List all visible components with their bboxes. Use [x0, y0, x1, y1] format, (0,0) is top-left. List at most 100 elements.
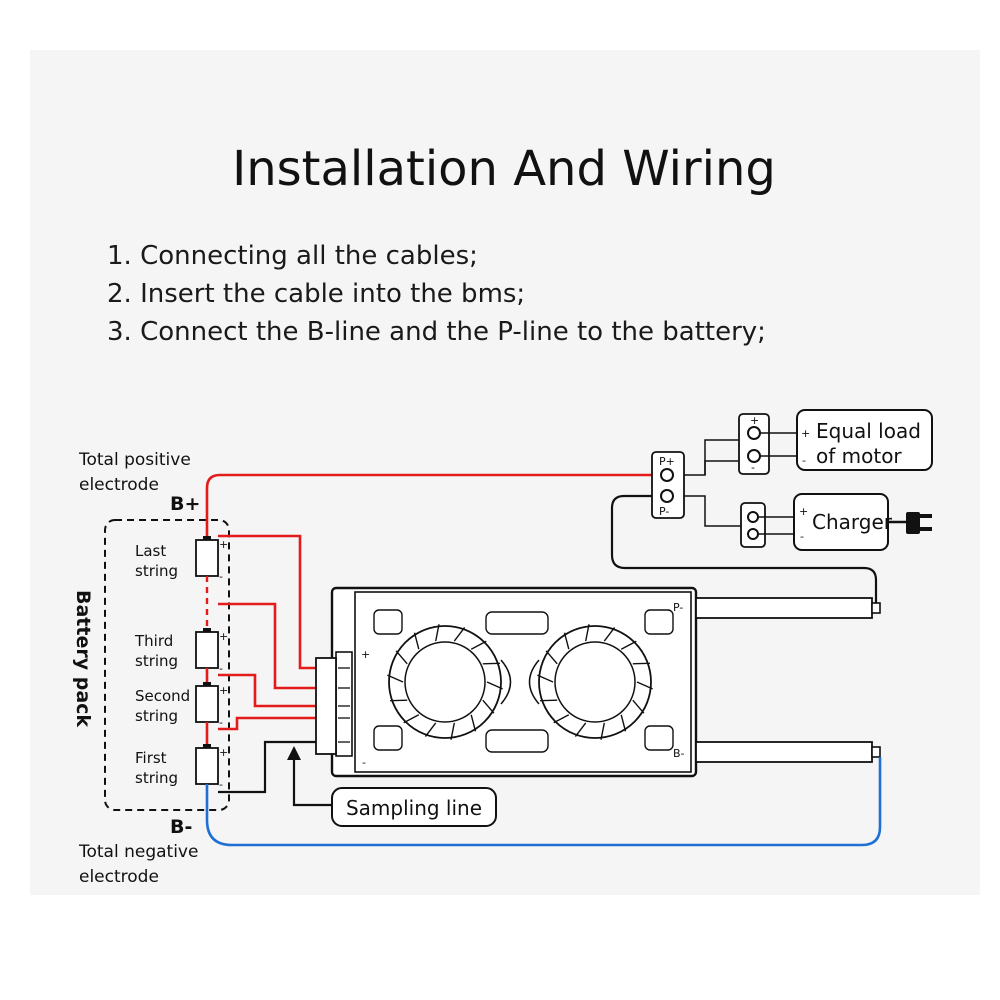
step-3: 3. Connect the B-line and the P-line to … — [107, 317, 766, 347]
heatsink-fin — [482, 699, 495, 714]
heatsink-teeth — [387, 624, 653, 740]
heatsink-fin — [574, 722, 587, 738]
svg-text:-: - — [219, 570, 223, 583]
heatsink-fin — [482, 662, 500, 665]
step-1: 1. Connecting all the cables; — [107, 241, 478, 271]
p-terminal-block: P+ P- — [651, 451, 685, 519]
b-minus-label: B- — [170, 816, 192, 838]
heatsink-fin — [620, 640, 637, 650]
load-terminal-block: + - — [738, 413, 770, 475]
bms-p-cable — [695, 597, 881, 619]
sampling-line-box — [331, 787, 497, 827]
cell-second: + - — [195, 682, 228, 729]
battery-pack-box — [104, 519, 230, 811]
cell-first: + - — [195, 744, 228, 791]
last-string-label-2: string — [135, 562, 178, 580]
heatsink-fin — [632, 662, 650, 665]
last-string-label: Last — [135, 542, 166, 560]
heatsink-fin — [620, 714, 627, 732]
heatsink-fin — [540, 699, 558, 702]
heatsink-fin — [450, 722, 455, 740]
balance-wire-3 — [218, 602, 325, 690]
plug-icon — [888, 512, 932, 534]
sampling-arrow-head — [287, 746, 301, 760]
svg-text:+: + — [219, 630, 228, 643]
balance-wire-1 — [218, 716, 325, 731]
svg-text:+: + — [801, 427, 810, 440]
charger-terminal-block — [740, 502, 766, 548]
heatsink-fin — [600, 722, 605, 740]
sampling-wire-negative — [218, 740, 325, 794]
p-minus-label: P- — [659, 505, 669, 518]
sampling-arrow-line — [292, 748, 332, 807]
heatsink-fin — [537, 674, 554, 683]
first-string-label-2: string — [135, 769, 178, 787]
total-positive-label-2: electrode — [79, 475, 159, 495]
svg-text:-: - — [362, 756, 366, 769]
heatsink-fin — [636, 681, 653, 690]
battery-pack-label: Battery pack — [72, 590, 94, 727]
b-plus-label: B+ — [170, 493, 200, 515]
p-plus-label: P+ — [659, 455, 675, 468]
heatsink-fin — [387, 674, 404, 683]
second-string-label-2: string — [135, 707, 178, 725]
heatsink-fin — [470, 714, 477, 732]
heatsink-fin — [453, 626, 466, 642]
svg-text:-: - — [219, 662, 223, 675]
heatsink-fin — [413, 632, 420, 650]
heatsink-fin — [585, 624, 590, 642]
svg-text:-: - — [219, 716, 223, 729]
svg-text:-: - — [800, 530, 804, 543]
charger-box: + - Charger — [793, 493, 893, 551]
bms-board: + - P- B- — [315, 586, 698, 778]
balance-wire-2 — [218, 673, 325, 708]
heatsink-fin — [390, 699, 408, 702]
bms-b-cable — [695, 741, 881, 763]
cell-third: + - — [195, 628, 228, 675]
svg-text:+: + — [219, 746, 228, 759]
p-minus-wire — [610, 494, 878, 603]
svg-text:-: - — [219, 778, 223, 791]
heatsink-fin — [603, 626, 616, 642]
bms-p-minus-label: P- — [673, 601, 683, 614]
heatsink-fin — [395, 650, 408, 665]
svg-text:-: - — [751, 461, 755, 474]
svg-text:+: + — [219, 684, 228, 697]
heatsink-fin — [563, 632, 570, 650]
first-string-label: First — [135, 749, 167, 767]
negative-main-wire — [205, 757, 882, 847]
balance-wire-last — [218, 534, 325, 670]
third-string-label-2: string — [135, 652, 178, 670]
svg-text:-: - — [802, 454, 806, 467]
svg-text:+: + — [799, 505, 808, 518]
bms-b-minus-label: B- — [673, 747, 685, 760]
svg-text:+: + — [361, 648, 370, 661]
svg-text:+: + — [219, 538, 228, 551]
total-positive-label: Total positive — [78, 450, 191, 470]
heatsink-fin — [486, 681, 503, 690]
heatsink-fin — [470, 640, 487, 650]
heatsink-fin — [424, 722, 437, 738]
heatsink-right — [538, 625, 652, 739]
third-string-label: Third — [134, 632, 173, 650]
page-title: Installation And Wiring — [232, 141, 776, 197]
heatsink-fin — [545, 650, 558, 665]
total-negative-label: Total negative — [78, 842, 198, 862]
second-string-label: Second — [135, 687, 190, 705]
equal-load-label: Equal load — [816, 419, 921, 443]
svg-text:+: + — [750, 414, 759, 427]
heatsink-fin — [553, 714, 570, 724]
load-negative-wire — [704, 460, 754, 475]
motor-load-box: + - Equal load of motor — [796, 409, 933, 471]
charger-wire — [684, 495, 752, 527]
heatsink-left — [388, 625, 502, 739]
heatsink-fin — [435, 624, 440, 642]
cell-last: + - — [195, 536, 228, 583]
total-negative-label-2: electrode — [79, 867, 159, 887]
balance-connector — [315, 657, 337, 755]
equal-load-label-2: of motor — [816, 444, 902, 468]
heatsink-fin — [632, 699, 645, 714]
heatsink-fin — [403, 714, 420, 724]
sampling-line-label: Sampling line — [346, 796, 482, 820]
